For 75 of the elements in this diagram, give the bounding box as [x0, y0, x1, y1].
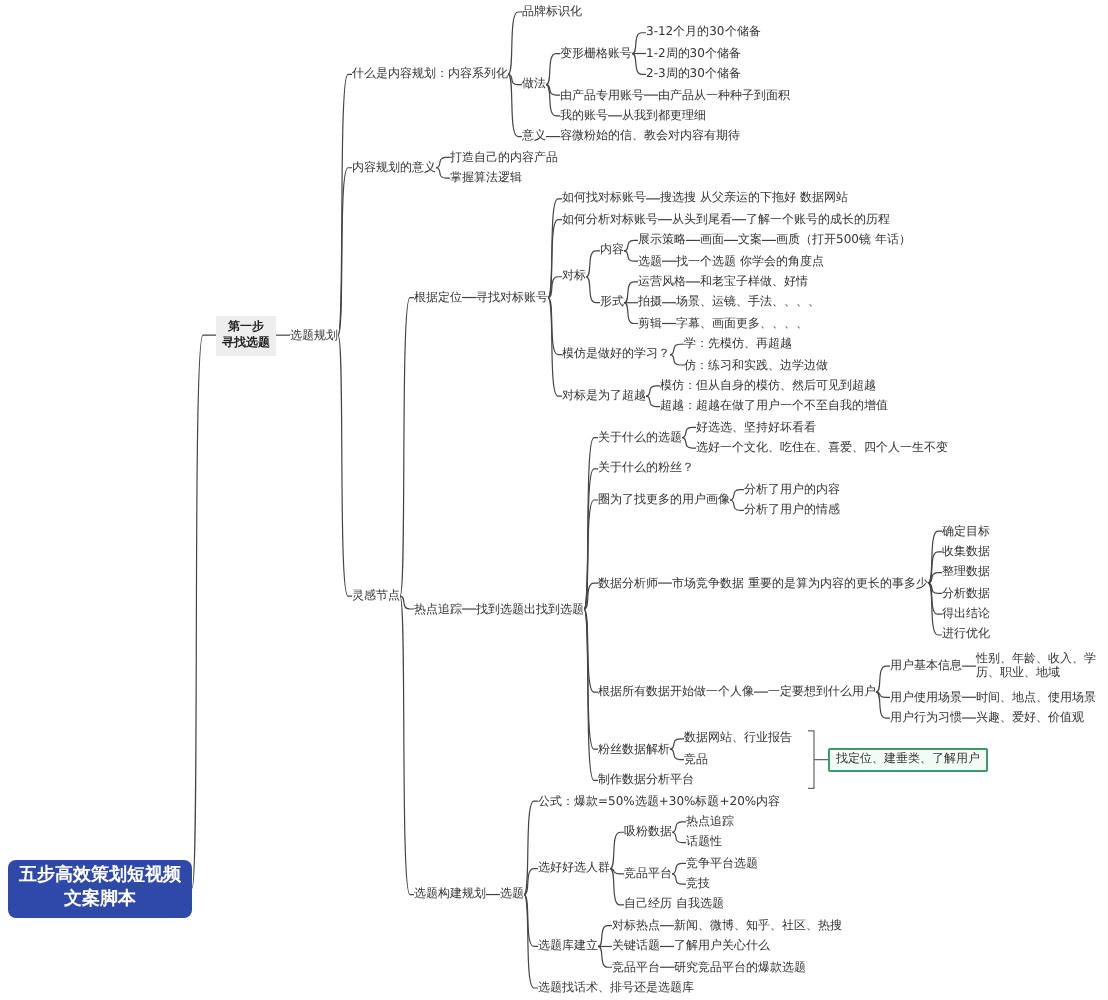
branch-line — [399, 595, 415, 896]
branch-line — [631, 32, 647, 55]
branch-line — [597, 945, 613, 968]
branch-line — [961, 665, 977, 667]
branch-line — [583, 499, 599, 610]
branch-line — [643, 94, 659, 96]
branch-line — [507, 73, 523, 138]
branch-line — [927, 530, 943, 584]
branch-line — [669, 738, 685, 750]
branch-line — [583, 608, 599, 693]
branch-line — [671, 821, 687, 833]
central-topic: 五步高效策划短视频文案脚本 — [8, 859, 192, 917]
branch-line — [645, 395, 661, 408]
branch-line — [927, 582, 943, 615]
branch-line — [623, 302, 639, 325]
branch-line — [609, 831, 625, 870]
branch-line — [583, 608, 599, 781]
branch-line — [597, 925, 613, 948]
branch-line — [583, 437, 599, 610]
branch-line — [435, 167, 451, 179]
branch-line — [623, 281, 639, 304]
branch-line — [583, 582, 599, 610]
branch-line — [609, 868, 625, 906]
branch-line — [547, 198, 563, 299]
branch-line — [681, 437, 697, 449]
branch-line — [753, 691, 769, 693]
branch-line — [337, 73, 353, 336]
branch-line — [623, 239, 639, 252]
branch-line — [585, 250, 601, 278]
branch-line — [927, 551, 943, 584]
branch-line — [671, 873, 687, 885]
branch-line — [669, 748, 685, 761]
branch-line — [961, 717, 977, 719]
branch-line — [545, 84, 561, 96]
branch-line — [927, 572, 943, 584]
branch-line — [523, 868, 539, 896]
branch-line — [399, 595, 415, 610]
branch-line — [523, 893, 539, 948]
branch-line — [547, 296, 563, 356]
branch-line — [729, 489, 745, 501]
branch-line — [337, 334, 353, 597]
branch-line — [631, 52, 647, 75]
branch-line — [681, 426, 697, 439]
branch-line — [657, 582, 673, 584]
branch-line — [547, 276, 563, 299]
branch-line — [585, 276, 601, 304]
branch-line — [671, 831, 687, 844]
branch-line — [523, 893, 539, 989]
branch-line — [927, 582, 943, 595]
branch-line — [545, 52, 561, 86]
branch-line — [927, 582, 943, 636]
branch-line — [609, 868, 625, 875]
branch-line — [669, 354, 685, 366]
branch-line — [435, 156, 451, 169]
branch-line — [875, 691, 891, 719]
branch-line — [669, 343, 685, 356]
branch-line — [547, 296, 563, 397]
branch-line — [191, 334, 217, 889]
branch-line — [685, 281, 701, 283]
topic-box — [216, 315, 276, 356]
branch-line — [645, 385, 661, 397]
branch-line — [507, 11, 523, 75]
branch-line — [461, 608, 477, 610]
branch-line — [623, 250, 639, 262]
branch-line — [671, 862, 687, 875]
branch-line — [875, 665, 891, 693]
branch-line — [399, 296, 415, 597]
branch-line — [507, 73, 523, 86]
branch-line — [523, 800, 539, 896]
branch-line — [545, 84, 561, 117]
branch-line — [337, 167, 353, 336]
branch-line — [645, 198, 661, 200]
branch-line — [547, 219, 563, 299]
branch-line — [583, 608, 599, 750]
branch-line — [729, 499, 745, 511]
